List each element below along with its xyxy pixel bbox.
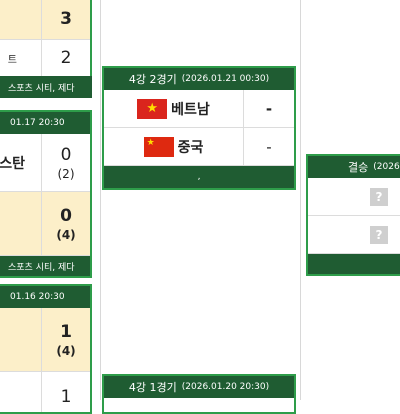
team-name: 트 [0,40,42,76]
team-name: 중국 [177,139,204,156]
team-cell [0,308,42,371]
team-score: 1 [60,387,72,407]
team-score: 3 [42,0,90,39]
match-datetime: 01.17 20:30 [0,112,90,134]
team-row: ? [308,178,400,216]
venue-label [308,254,400,274]
match-title: 4강 1경기 [128,381,177,394]
team-score: 0 (4) [42,192,90,255]
team-score: - [265,99,273,118]
team-cell: 베트남 [104,90,244,127]
penalty-score: (4) [56,227,76,242]
china-flag-icon [143,136,174,157]
match-header: 4강 1경기 (2026.01.20 20:30) [104,376,294,398]
team-row: 1 (4) [0,308,90,372]
match-header: 4강 2경기 (2026.01.21 00:30) [104,68,294,90]
team-name: 스탄 [0,134,42,191]
venue-label: 스포츠 시티, 제다 [0,256,90,276]
column-divider [300,0,301,400]
team-row: 트 2 [0,40,90,76]
final-card[interactable]: 결승 (2026 ? ? [306,154,400,276]
unknown-team-placeholder: ? [370,187,388,206]
quarterfinal-card-a[interactable]: 3 트 2 [0,0,92,90]
match-title: 4강 2경기 [128,73,177,86]
team-row: 중국 - [104,128,294,166]
semifinal-1-card[interactable]: 4강 1경기 (2026.01.20 20:30) [102,374,296,414]
match-datetime: (2026.01.21 00:30) [181,74,270,84]
team-cell [0,192,42,255]
team-cell [0,0,42,39]
team-score: 2 [60,48,72,68]
team-row: 3 [0,0,90,40]
team-row: 스탄 0 (2) [0,134,90,192]
venue-label: 스포츠 시티, 제다 [0,76,92,98]
team-row: 베트남 - [104,90,294,128]
team-cell [0,372,42,412]
quarterfinal-card-c[interactable]: 01.16 20:30 1 (4) 1 [0,284,92,414]
match-header: 결승 (2026 [308,156,400,178]
team-row: 1 [0,372,90,412]
penalty-score: (2) [57,166,75,181]
score-value: 0 [60,205,72,226]
team-score: - [266,137,272,156]
match-datetime: (2026.01.20 20:30) [181,382,270,392]
team-score: 0 (2) [42,134,90,191]
match-datetime: 01.16 20:30 [0,286,90,308]
team-name: 베트남 [171,101,210,118]
penalty-score: (4) [56,343,76,358]
venue-label: , [104,166,294,188]
team-score: 1 (4) [42,308,90,371]
tournament-bracket: 3 트 2 스포츠 시티, 제다 01.17 20:30 스탄 0 (2) 0 … [0,0,400,400]
semifinal-2-card[interactable]: 4강 2경기 (2026.01.21 00:30) 베트남 - 중국 - , [102,66,296,190]
team-row: ? [308,216,400,254]
team-cell: 중국 [104,128,244,165]
match-datetime: (2026 [373,162,400,172]
quarterfinal-card-b[interactable]: 01.17 20:30 스탄 0 (2) 0 (4) 스포츠 시티, 제다 [0,110,92,278]
vietnam-flag-icon [137,98,168,119]
column-divider [100,0,101,400]
unknown-team-placeholder: ? [370,225,388,244]
team-row: 0 (4) [0,192,90,256]
score-value: 0 [60,144,72,165]
score-value: 1 [60,321,72,342]
match-title: 결승 [348,161,369,174]
